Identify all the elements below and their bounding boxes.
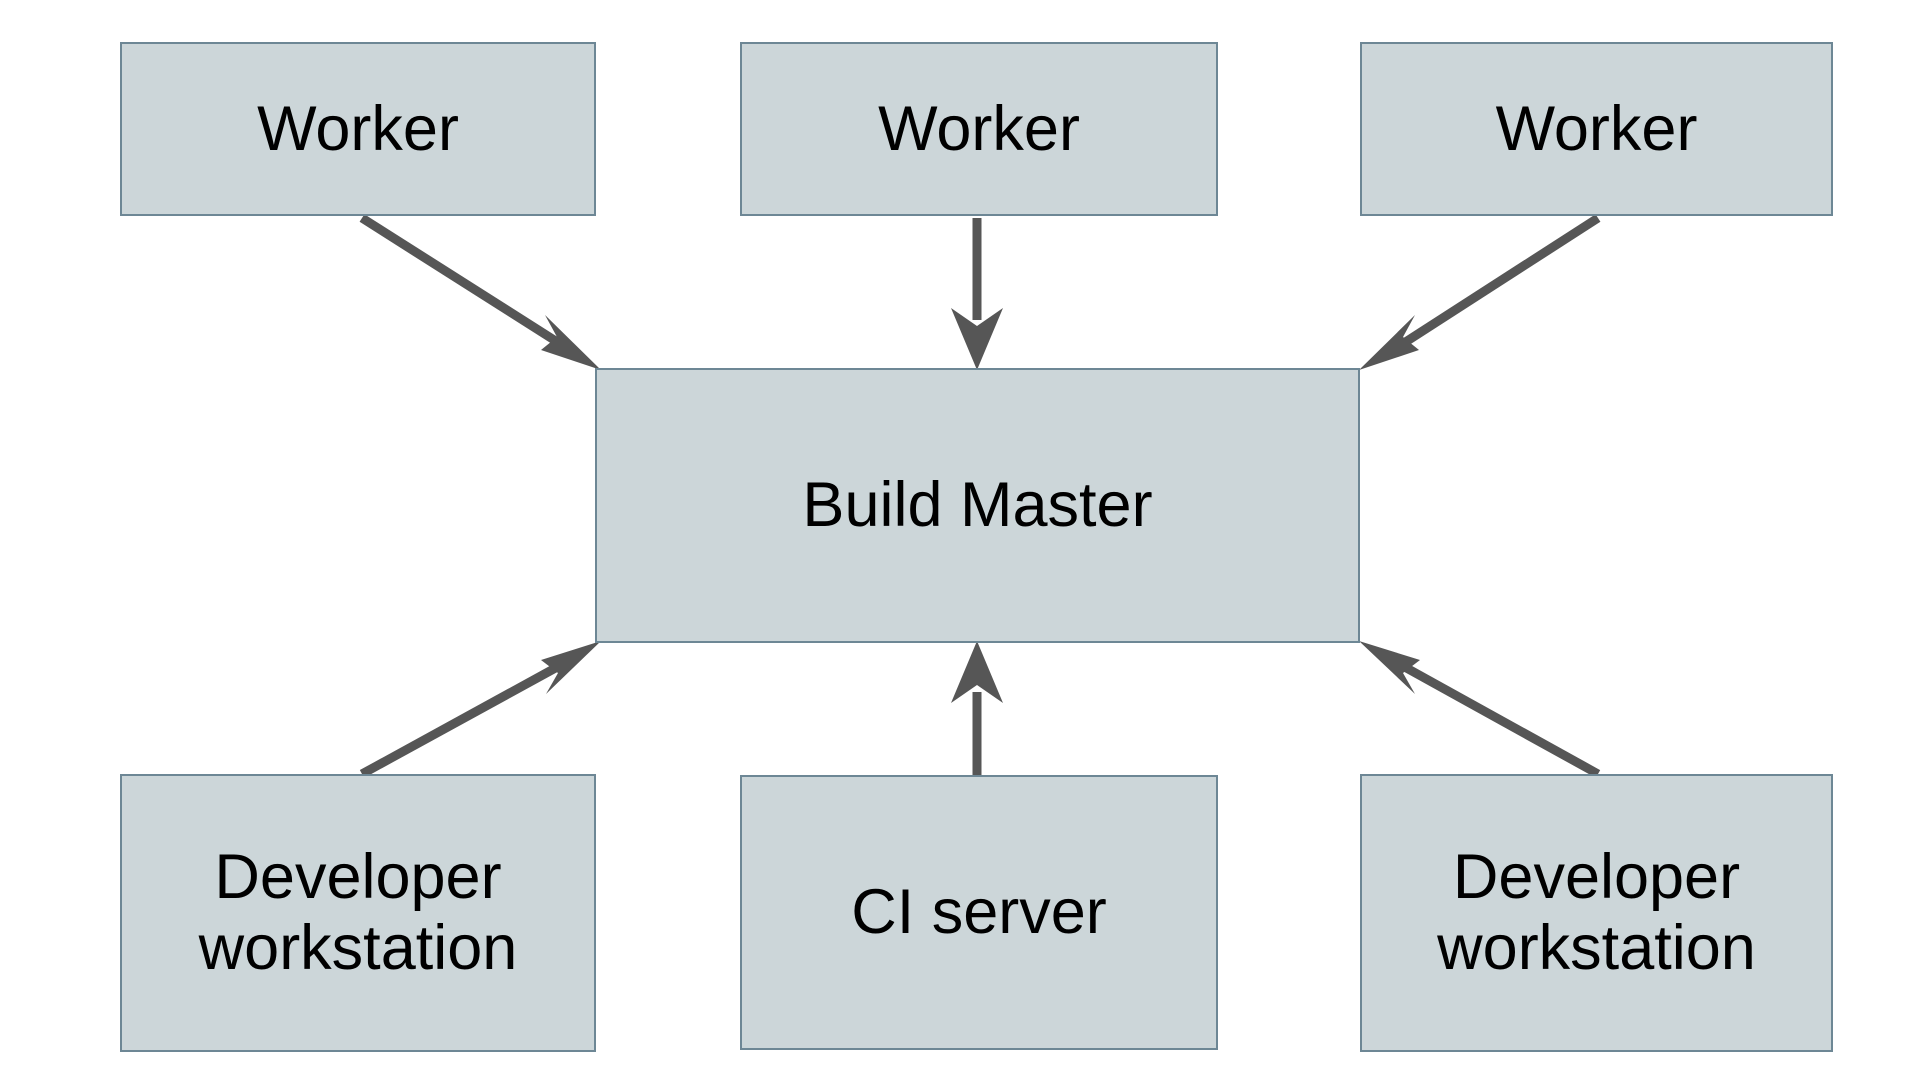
edge-ci-server-to-master — [951, 641, 1003, 775]
node-build-master-label: Build Master — [802, 470, 1153, 541]
edge-dev-left-to-master — [359, 641, 601, 778]
node-ci-server[interactable]: CI server — [740, 775, 1218, 1050]
node-worker-right[interactable]: Worker — [1360, 42, 1833, 216]
node-worker-right-label: Worker — [1495, 93, 1698, 164]
edge-worker-right-to-master — [1359, 214, 1601, 370]
node-worker-left-label: Worker — [257, 93, 459, 164]
node-worker-center[interactable]: Worker — [740, 42, 1218, 216]
edge-worker-center-to-master — [951, 218, 1003, 370]
node-developer-workstation-right[interactable]: Developer workstation — [1360, 774, 1833, 1052]
node-worker-center-label: Worker — [878, 93, 1080, 164]
edge-dev-right-to-master — [1359, 641, 1601, 778]
node-worker-left[interactable]: Worker — [120, 42, 596, 216]
node-developer-workstation-right-label: Developer workstation — [1437, 842, 1756, 983]
node-build-master[interactable]: Build Master — [595, 368, 1360, 643]
edge-worker-left-to-master — [359, 214, 601, 370]
node-developer-workstation-left[interactable]: Developer workstation — [120, 774, 596, 1052]
node-ci-server-label: CI server — [851, 877, 1107, 948]
node-developer-workstation-left-label: Developer workstation — [198, 842, 518, 983]
